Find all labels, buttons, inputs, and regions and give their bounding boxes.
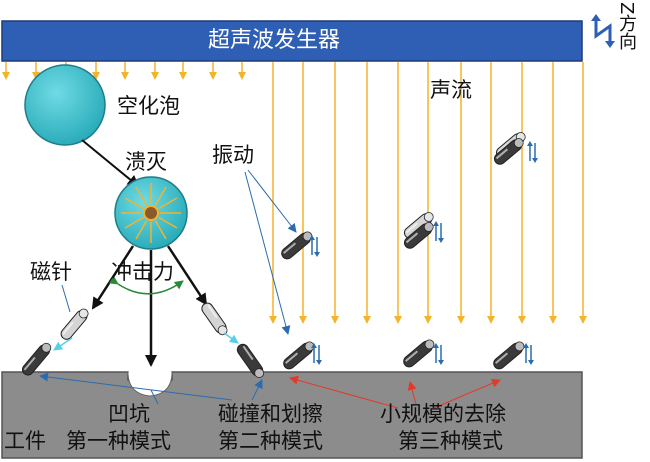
- z-direction-label: Z方向: [616, 2, 637, 51]
- needle-dark-8: [493, 138, 524, 165]
- needle-light-mid: [403, 212, 434, 239]
- pit-label: 凹坑: [108, 402, 150, 426]
- needle-light-right: [201, 302, 228, 336]
- pit: [127, 371, 173, 397]
- cavitation-bubble: [24, 64, 106, 146]
- small-removal-label: 小规模的去除: [380, 402, 506, 426]
- impact-force-label: 冲击力: [111, 260, 174, 284]
- impact-arrow-right: [166, 245, 208, 306]
- magnetic-needle-label: 磁针: [30, 260, 72, 284]
- needle-dark-7: [493, 341, 525, 370]
- mode3-label: 第三种模式: [398, 429, 503, 453]
- vibration-callout-1: [247, 169, 297, 233]
- mode1-label: 第一种模式: [66, 429, 171, 453]
- needle-dark-5: [403, 222, 434, 249]
- removal-callout-2: [407, 381, 417, 405]
- collision-callout-2: [251, 379, 263, 401]
- impact-force-arc: [108, 275, 184, 295]
- workpiece-label: 工件: [4, 429, 46, 453]
- vibration-label: 振动: [212, 143, 254, 167]
- removal-callout-1: [289, 375, 399, 409]
- needle-dark-2: [236, 343, 265, 379]
- mode2-label: 第二种模式: [218, 429, 323, 453]
- removal-callout-3: [433, 378, 501, 409]
- vibration-callout-2: [244, 171, 291, 335]
- acoustic-stream-short-arrows: [2, 62, 246, 80]
- collision-callout-1: [39, 372, 233, 401]
- z-direction-icon: [591, 14, 615, 48]
- needle-light-left: [60, 308, 89, 340]
- magnetic-needle-callout: [61, 284, 71, 313]
- vibration-arrow-6: [523, 343, 534, 365]
- vibration-arrows: [309, 141, 538, 365]
- acoustic-stream-lines: [269, 62, 587, 324]
- magnetic-needles: [21, 132, 526, 379]
- bubble-to-collapse-arrow: [81, 139, 140, 188]
- collapse-bubble: [114, 176, 188, 250]
- generator-label: 超声波发生器: [208, 28, 341, 53]
- vibration-arrow-2: [433, 221, 444, 243]
- needle-dark-1: [21, 342, 52, 376]
- needle-dark-4: [283, 341, 315, 370]
- collision-scratch-label: 碰撞和划擦: [218, 402, 323, 426]
- vibration-arrow-4: [311, 343, 322, 365]
- needle-dark-3: [281, 231, 313, 260]
- vibration-arrow-3: [527, 141, 538, 163]
- pit-callout: [150, 389, 159, 405]
- cavitation-bubble-label: 空化泡: [117, 94, 180, 118]
- vibration-arrow-5: [433, 343, 444, 365]
- needle-dark-6: [403, 339, 435, 368]
- ultrasonic-generator: [1, 20, 583, 62]
- collapse-label: 溃灭: [125, 150, 167, 174]
- acoustic-streaming-label: 声流: [430, 78, 472, 102]
- vibration-arrow-1: [309, 235, 320, 257]
